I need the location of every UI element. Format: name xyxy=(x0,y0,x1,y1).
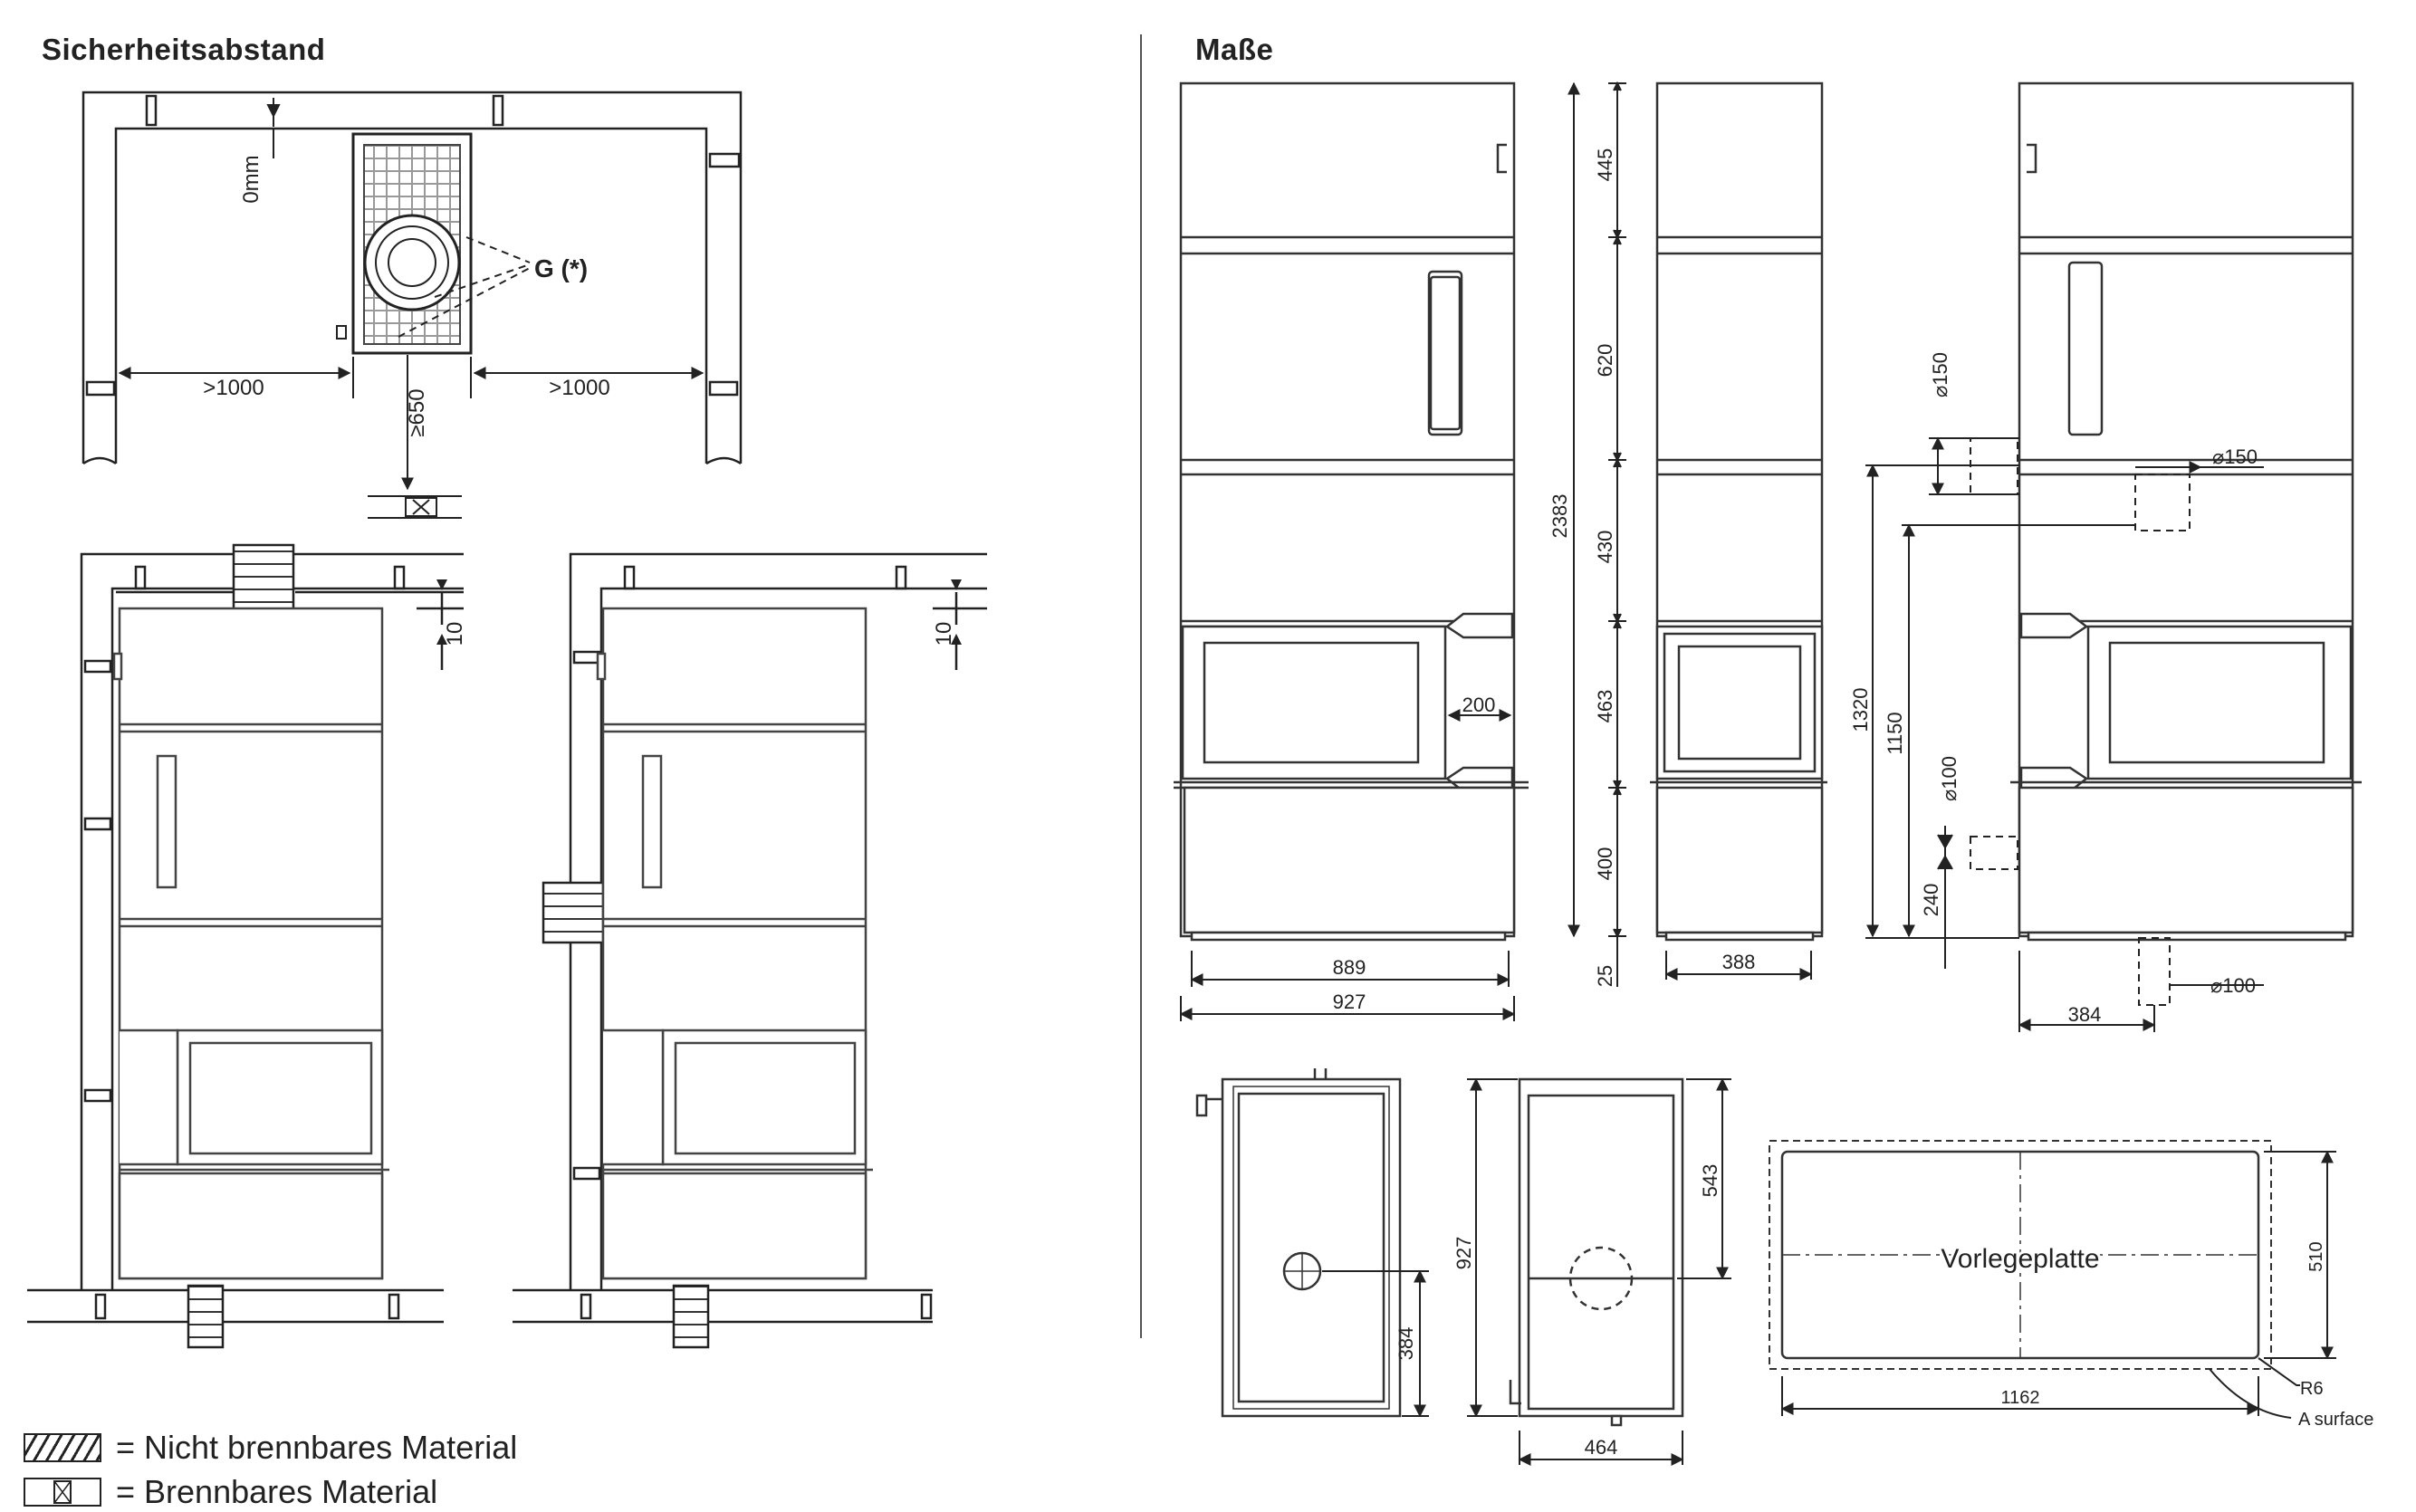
dim-height-445: 445 xyxy=(1594,148,1616,182)
legend-combustible: = Brennbares Material xyxy=(24,1473,437,1511)
legend-combustible-label: = Brennbares Material xyxy=(116,1473,438,1510)
dim-rear-384: 384 xyxy=(2068,1003,2102,1026)
rear-view-dims xyxy=(1865,436,2264,1032)
dim-front-889: 889 xyxy=(1333,956,1366,979)
elevation-left xyxy=(27,543,464,1349)
dim-rear-air-diameter: ⌀100 xyxy=(1938,756,1961,801)
hearth-plate xyxy=(1769,1140,2272,1370)
dim-back-clearance: 0mm xyxy=(239,155,264,203)
section-divider xyxy=(1140,34,1142,1338)
dim-rear-1150: 1150 xyxy=(1884,712,1906,754)
dim-plan-b-543: 543 xyxy=(1699,1164,1721,1198)
dim-plate-radius: R6 xyxy=(2300,1379,2324,1399)
front-view-dims xyxy=(1179,81,1626,1021)
title-safety-distance: Sicherheitsabstand xyxy=(42,33,326,66)
combustible-swatch xyxy=(24,1478,101,1507)
rear-view xyxy=(2010,81,2362,942)
title-dimensions: Maße xyxy=(1195,33,1274,66)
dim-rear-240: 240 xyxy=(1920,884,1942,917)
dim-rear-1320: 1320 xyxy=(1849,688,1872,732)
label-a-surface: A surface xyxy=(2298,1410,2373,1430)
label-g: G (*) xyxy=(534,254,588,282)
plan-a-dims xyxy=(1322,1269,1429,1418)
top-view xyxy=(81,91,743,465)
dim-side-388: 388 xyxy=(1722,951,1756,973)
plan-b-dims xyxy=(1467,1077,1731,1466)
dim-plate-1162: 1162 xyxy=(2000,1388,2039,1408)
label-hearth-plate: Vorlegeplatte xyxy=(1941,1244,2099,1274)
dim-top-clearance-right: 10 xyxy=(932,622,956,646)
dim-rear-bottom-diameter: ⌀100 xyxy=(2210,974,2256,997)
dim-front-clearance: ≥650 xyxy=(405,388,429,436)
top-view-dims xyxy=(118,98,705,519)
dim-plan-b-927: 927 xyxy=(1452,1237,1475,1270)
combustible-swatch-mark xyxy=(53,1479,72,1504)
dim-height-463: 463 xyxy=(1594,690,1616,723)
plan-b xyxy=(1509,1077,1684,1427)
dim-plan-a-384: 384 xyxy=(1395,1327,1417,1361)
dim-left-clearance: >1000 xyxy=(203,376,264,400)
side-view xyxy=(1650,81,1827,942)
hatch-swatch xyxy=(24,1433,101,1462)
legend-non-combustible: = Nicht brennbares Material xyxy=(24,1429,517,1467)
dim-height-430: 430 xyxy=(1594,531,1616,564)
dim-height-620: 620 xyxy=(1594,344,1616,378)
dim-front-927: 927 xyxy=(1333,990,1366,1013)
front-view xyxy=(1174,81,1529,942)
stove-elevation-left xyxy=(112,607,389,1280)
dim-plate-510: 510 xyxy=(2306,1241,2326,1271)
side-view-dims xyxy=(1664,951,1813,981)
hearth-plate-dims xyxy=(1780,1150,2336,1419)
dim-top-clearance-left: 10 xyxy=(443,622,467,646)
stove-elevation-right xyxy=(596,607,873,1280)
dim-front-side-200: 200 xyxy=(1462,694,1496,716)
dim-plan-b-464: 464 xyxy=(1585,1436,1618,1459)
plan-a xyxy=(1195,1068,1402,1418)
dim-rear-top-diameter: ⌀150 xyxy=(1929,352,1951,397)
legend-non-combustible-label: = Nicht brennbares Material xyxy=(116,1429,518,1466)
dim-height-2383: 2383 xyxy=(1548,494,1571,539)
dim-height-25: 25 xyxy=(1594,965,1616,987)
stove-top xyxy=(336,132,473,355)
dim-right-clearance: >1000 xyxy=(549,376,609,400)
dim-rear-flue-diameter: ⌀150 xyxy=(2212,445,2258,468)
dim-height-400: 400 xyxy=(1594,847,1616,881)
